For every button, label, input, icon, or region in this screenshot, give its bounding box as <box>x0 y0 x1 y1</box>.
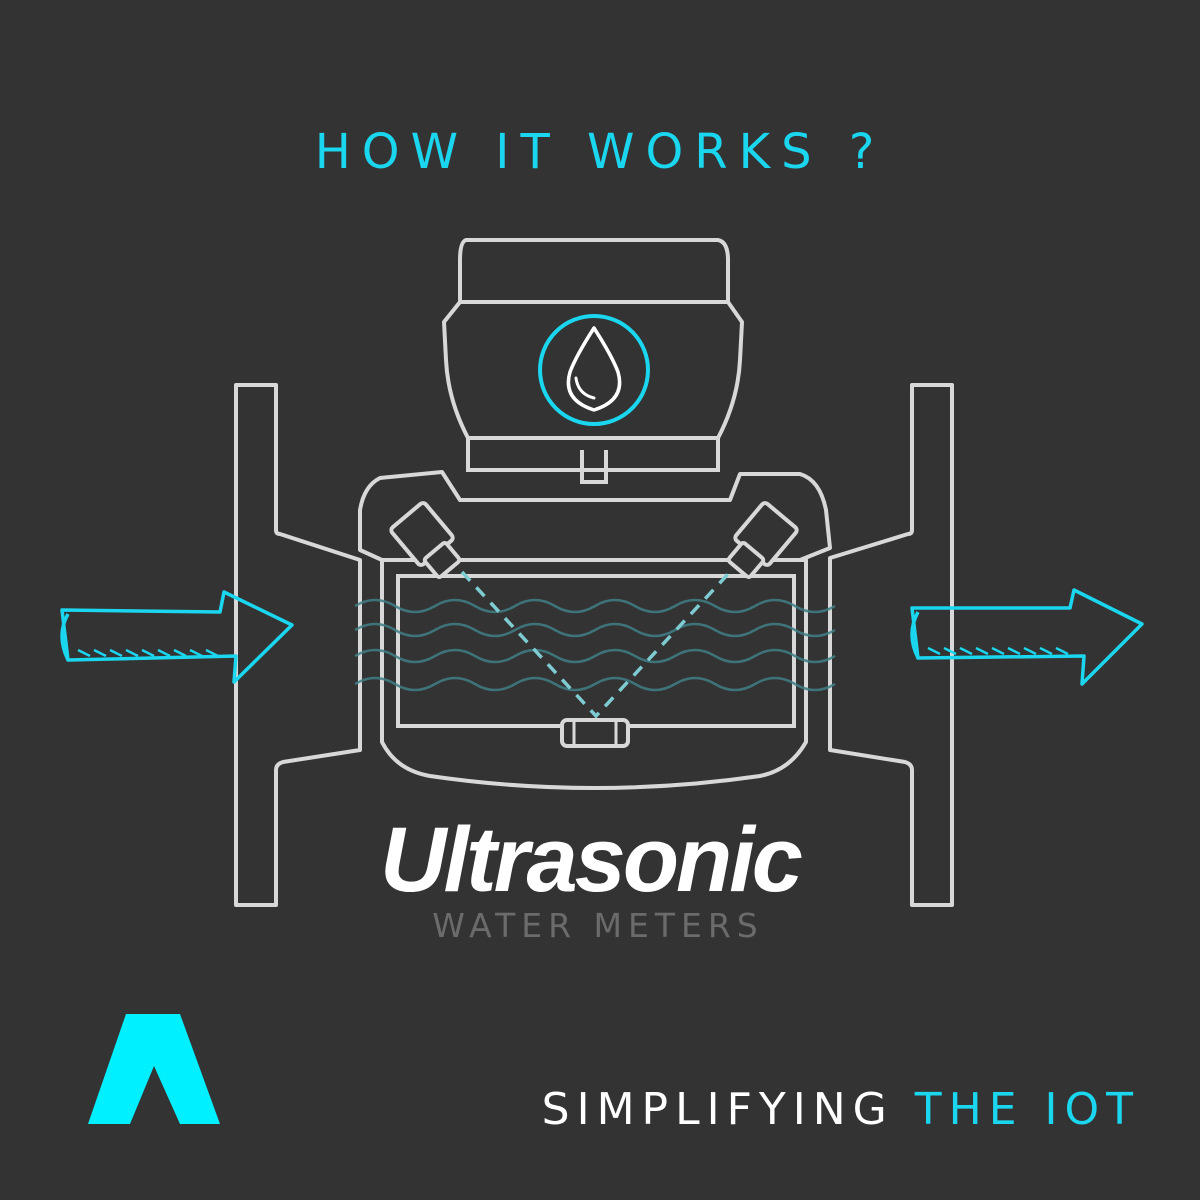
meter-shoulder <box>358 470 832 562</box>
register-body <box>442 300 744 440</box>
right-flange <box>828 383 954 907</box>
register-neck <box>466 438 720 472</box>
display-ring <box>538 314 650 426</box>
reflector <box>560 718 630 748</box>
arrow-right-icon <box>60 590 294 684</box>
product-subtitle: WATER METERS <box>432 906 764 945</box>
page-title: HOW IT WORKS ? <box>314 124 886 180</box>
tagline: SIMPLIFYING THE IOT <box>542 1084 1140 1135</box>
register-pin <box>580 450 608 484</box>
transducer-right <box>726 501 799 579</box>
transducer-left <box>389 501 462 579</box>
arrow-right-icon <box>910 588 1144 686</box>
product-name: Ultrasonic <box>380 809 803 911</box>
triangle-logo-icon <box>88 1014 220 1124</box>
tagline-part2: THE IOT <box>914 1084 1140 1135</box>
ultrasonic-signal-path <box>460 570 732 719</box>
left-flange <box>234 383 362 907</box>
register-cap <box>458 238 730 304</box>
meter-lower-body <box>380 558 808 790</box>
water-drop-icon <box>566 326 622 412</box>
tagline-part1: SIMPLIFYING <box>541 1084 894 1135</box>
water-waves <box>354 598 836 692</box>
